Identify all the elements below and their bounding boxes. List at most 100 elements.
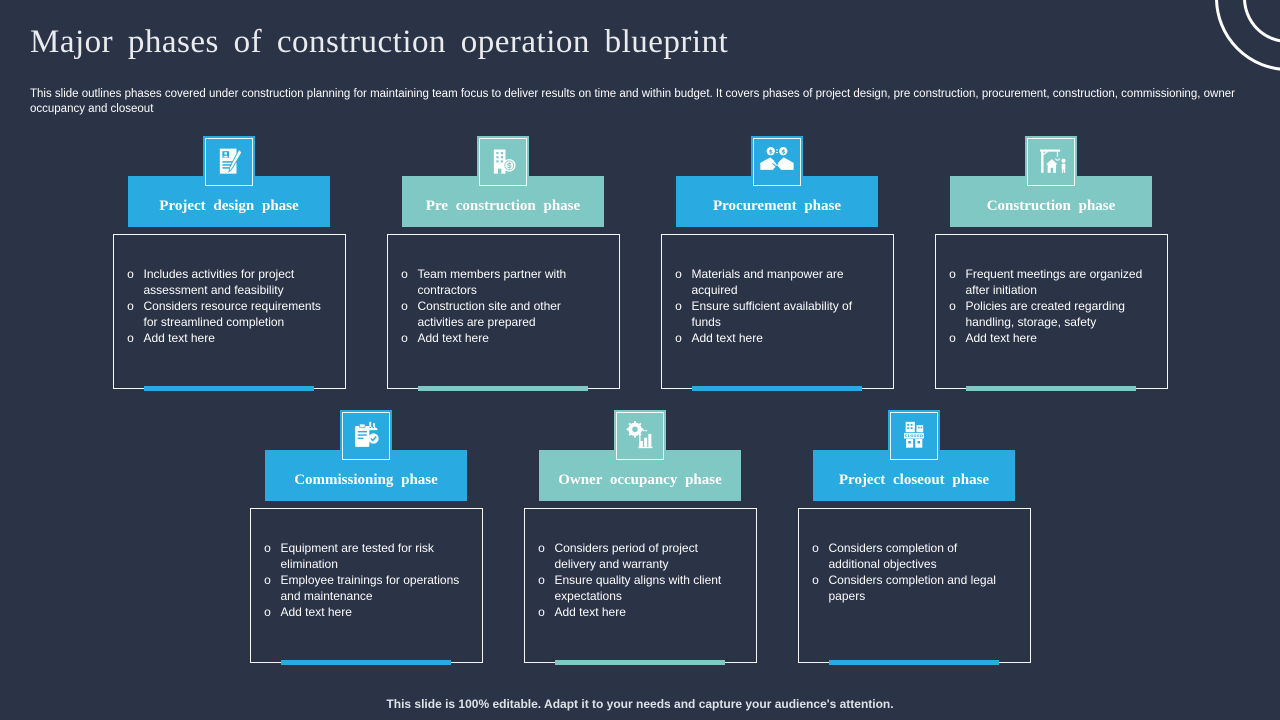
bullet-marker: o: [264, 605, 271, 619]
closed-building-icon: [888, 410, 940, 462]
bullet-text: Add text here: [965, 331, 1037, 345]
phase-card: Construction phase o Frequent meetings ar…: [934, 136, 1168, 391]
bullet-item: o Team members partner with contractors: [401, 266, 599, 298]
editable-note: This slide is 100% editable. Adapt it to…: [386, 697, 894, 711]
bullet-marker: o: [538, 573, 545, 587]
bullet-item: o Ensure quality aligns with client expec…: [538, 572, 736, 604]
accent-underline: [555, 660, 725, 665]
bullet-item: o Add text here: [675, 330, 873, 346]
bullet-marker: o: [675, 267, 682, 281]
bullet-text: Considers completion of additional objec…: [828, 541, 958, 571]
bullet-text: Includes activities for project assessme…: [143, 267, 295, 297]
bullet-marker: o: [538, 541, 545, 555]
bullet-item: o Add text here: [264, 604, 462, 620]
phase-title: Pre construction phase: [425, 198, 581, 214]
bullet-item: o Includes activities for project assessm…: [127, 266, 325, 298]
phase-title: Procurement phase: [712, 198, 841, 214]
bullet-text: Construction site and other activities a…: [417, 299, 561, 329]
building-coin-icon: [477, 136, 529, 188]
phase-title: Project closeout phase: [838, 472, 990, 488]
bullet-text: Policies are created regarding handling,…: [965, 299, 1125, 329]
phase-title: Commissioning phase: [294, 472, 438, 488]
bullet-marker: o: [401, 331, 408, 345]
phase-card: Owner occupancy phase o Considers period …: [523, 410, 757, 665]
phase-description-box: o Includes activities for project assessm…: [112, 234, 346, 391]
bullet-list: o Considers period of project delivery an…: [525, 509, 756, 620]
bullet-text: Add text here: [691, 331, 763, 345]
bullet-text: Ensure quality aligns with client expect…: [554, 573, 722, 603]
bullet-list: o Considers completion of additional obje…: [799, 509, 1030, 604]
accent-underline: [418, 386, 588, 391]
bullet-text: Add text here: [554, 605, 626, 619]
phase-header-bar: Owner occupancy phase: [539, 450, 741, 501]
phase-title: Owner occupancy phase: [558, 472, 722, 488]
bullet-text: Materials and manpower are acquired: [691, 267, 844, 297]
phase-row-bottom: Commissioning phase o Equipment are teste…: [0, 410, 1280, 665]
bullet-list: o Frequent meetings are organized after i…: [936, 235, 1167, 346]
bullet-item: o Add text here: [538, 604, 736, 620]
bullet-text: Add text here: [417, 331, 489, 345]
bullet-marker: o: [127, 267, 134, 281]
bullet-text: Considers period of project delivery and…: [554, 541, 698, 571]
bullet-item: o Considers period of project delivery an…: [538, 540, 736, 572]
accent-underline: [144, 386, 314, 391]
accent-underline: [281, 660, 451, 665]
bullet-marker: o: [264, 541, 271, 555]
phase-card: Procurement phase o Materials and manpowe…: [660, 136, 894, 391]
bullet-marker: o: [675, 331, 682, 345]
bullet-marker: o: [812, 573, 819, 587]
bullet-item: o Frequent meetings are organized after i…: [949, 266, 1147, 298]
document-person-pen-icon: [203, 136, 255, 188]
phase-description-box: o Frequent meetings are organized after i…: [934, 234, 1168, 391]
bullet-list: o Equipment are tested for risk eliminati…: [251, 509, 482, 620]
handshake-icon: [751, 136, 803, 188]
phase-description-box: o Considers completion of additional obje…: [797, 508, 1031, 665]
bullet-marker: o: [949, 299, 956, 313]
bullet-text: Equipment are tested for risk eliminatio…: [280, 541, 434, 571]
bullet-item: o Construction site and other activities …: [401, 298, 599, 330]
bullet-marker: o: [949, 331, 956, 345]
phase-title: Construction phase: [986, 198, 1116, 214]
bullet-marker: o: [401, 299, 408, 313]
phase-header-bar: Pre construction phase: [402, 176, 604, 227]
bullet-item: o Materials and manpower are acquired: [675, 266, 873, 298]
bullet-text: Add text here: [280, 605, 352, 619]
phase-description-box: o Equipment are tested for risk eliminati…: [249, 508, 483, 665]
crane-house-worker-icon: [1025, 136, 1077, 188]
phase-card: Project closeout phase o Considers comple…: [797, 410, 1031, 665]
bullet-text: Considers resource requirements for stre…: [143, 299, 321, 329]
bullet-item: o Add text here: [401, 330, 599, 346]
bullet-list: o Includes activities for project assessm…: [114, 235, 345, 346]
bullet-marker: o: [401, 267, 408, 281]
phase-description-box: o Considers period of project delivery an…: [523, 508, 757, 665]
accent-underline: [966, 386, 1136, 391]
bullet-text: Employee trainings for operations and ma…: [280, 573, 460, 603]
bullet-item: o Equipment are tested for risk eliminati…: [264, 540, 462, 572]
bullet-item: o Employee trainings for operations and m…: [264, 572, 462, 604]
bullet-text: Frequent meetings are organized after in…: [965, 267, 1143, 297]
accent-underline: [829, 660, 999, 665]
checklist-factory-icon: [340, 410, 392, 462]
bullet-marker: o: [264, 573, 271, 587]
bullet-item: o Considers resource requirements for str…: [127, 298, 325, 330]
phase-card: Pre construction phase o Team members par…: [386, 136, 620, 391]
bullet-text: Add text here: [143, 331, 215, 345]
bullet-marker: o: [538, 605, 545, 619]
bullet-text: Considers completion and legal papers: [828, 573, 996, 603]
bullet-marker: o: [127, 299, 134, 313]
bullet-text: Ensure sufficient availability of funds: [691, 299, 853, 329]
slide-description: This slide outlines phases covered under…: [30, 88, 1235, 115]
bullet-text: Team members partner with contractors: [417, 267, 567, 297]
bullet-marker: o: [949, 267, 956, 281]
page-title: Major phases of construction operation b…: [30, 24, 729, 60]
bullet-item: o Add text here: [949, 330, 1147, 346]
phase-card: Commissioning phase o Equipment are teste…: [249, 410, 483, 665]
